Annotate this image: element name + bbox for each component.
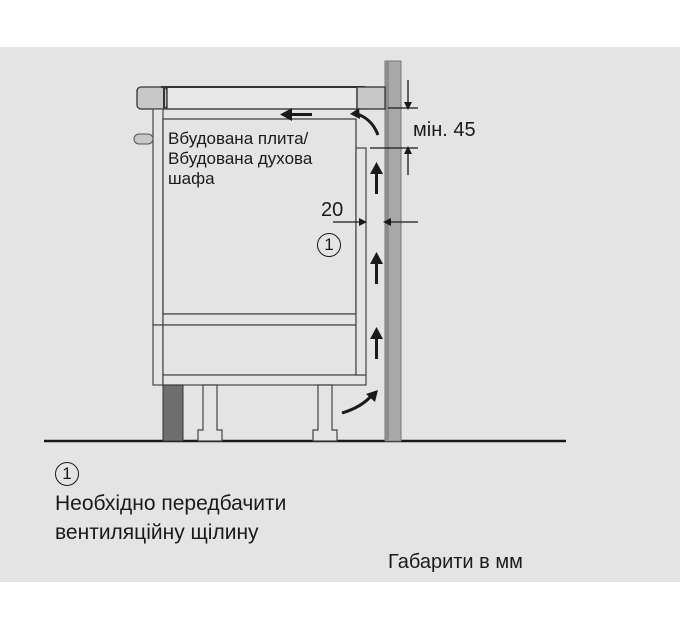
appliance-label-line: Вбудована плита/	[168, 129, 309, 148]
airflow-arrow-up-icon	[370, 252, 383, 284]
wall	[384, 60, 402, 442]
dimension-min-45	[370, 80, 418, 175]
legend-line: вентиляційну щілину	[55, 521, 259, 544]
circled-number-icon: 1	[55, 462, 79, 486]
units-note: Габарити в мм	[388, 551, 523, 573]
cabinet-leg	[197, 384, 223, 442]
airflow-curved-arrow-icon	[356, 112, 380, 136]
cabinet-leg	[312, 384, 338, 442]
airflow-arrows	[280, 108, 383, 415]
circled-number-icon: 1	[317, 233, 341, 257]
airflow-arrow-left-icon	[280, 108, 312, 121]
legend-marker: 1	[55, 462, 79, 486]
callout-marker: 1	[317, 233, 341, 257]
appliance-label-line: шафа	[168, 169, 215, 188]
airflow-curved-arrow-icon	[341, 394, 374, 415]
min-dimension-label: мін. 45	[413, 119, 476, 141]
appliance-label-line: Вбудована духова	[168, 149, 313, 168]
airflow-arrow-up-icon	[370, 162, 383, 194]
cabinet	[133, 108, 367, 442]
appliance-label: Вбудована плита/ Вбудована духова шафа	[168, 129, 312, 189]
gap-dimension-label: 20	[321, 199, 344, 221]
cooktop	[136, 86, 386, 110]
legend-text: Необхідно передбачити вентиляційну щілин…	[55, 489, 286, 547]
airflow-arrow-up-icon	[370, 327, 383, 359]
legend-line: Необхідно передбачити	[55, 492, 287, 515]
